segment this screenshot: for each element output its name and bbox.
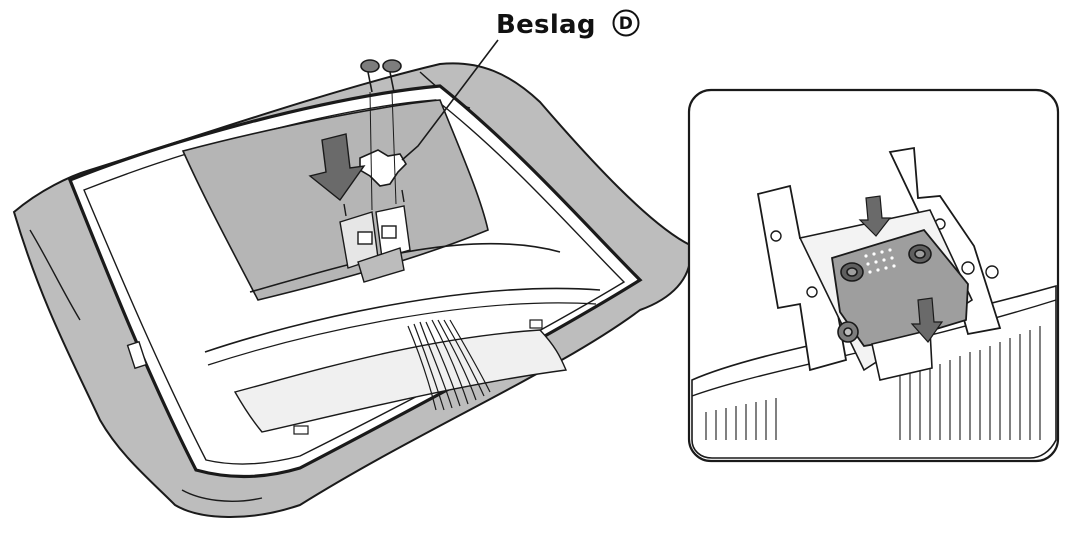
stand-bracket: [339, 189, 411, 283]
screw-guide-lines: [369, 91, 397, 211]
side-port: [293, 425, 309, 435]
detail-inset: [687, 88, 1060, 463]
beslag-callout-text: Beslag: [496, 10, 596, 40]
circled-letter-d: D: [612, 9, 640, 37]
inset-arrow-lower: [910, 297, 944, 343]
rear-panel: [181, 99, 489, 301]
vent-ridge: [207, 302, 597, 366]
cable-bay: [233, 329, 568, 433]
circled-letter-d-text: D: [619, 14, 633, 34]
screws: [360, 59, 402, 93]
inset-vent-slots: [705, 326, 1041, 440]
monitor-scene: [12, 39, 692, 518]
callout-leader-line: [401, 39, 499, 161]
bracket-hole: [770, 230, 782, 242]
bracket-hole: [961, 261, 975, 275]
module-dot-grid: [864, 248, 896, 274]
beslag-callout-label: Beslag D: [496, 8, 641, 40]
bracket-hole: [985, 265, 999, 279]
side-port: [529, 319, 543, 329]
vent-ridge: [204, 287, 601, 353]
pad-fold-line: [181, 489, 263, 502]
bracket-lower-tab: [871, 328, 933, 381]
inset-housing: [691, 284, 1057, 459]
push-down-arrow: [308, 133, 366, 202]
cable-bundle: [407, 319, 491, 411]
bracket-hole: [806, 286, 818, 298]
side-port: [126, 340, 148, 370]
inset-housing-edge: [691, 299, 1057, 397]
pad-fold-line: [29, 229, 81, 321]
module-screws: [837, 244, 932, 343]
inset-arrow-upper: [858, 195, 892, 237]
